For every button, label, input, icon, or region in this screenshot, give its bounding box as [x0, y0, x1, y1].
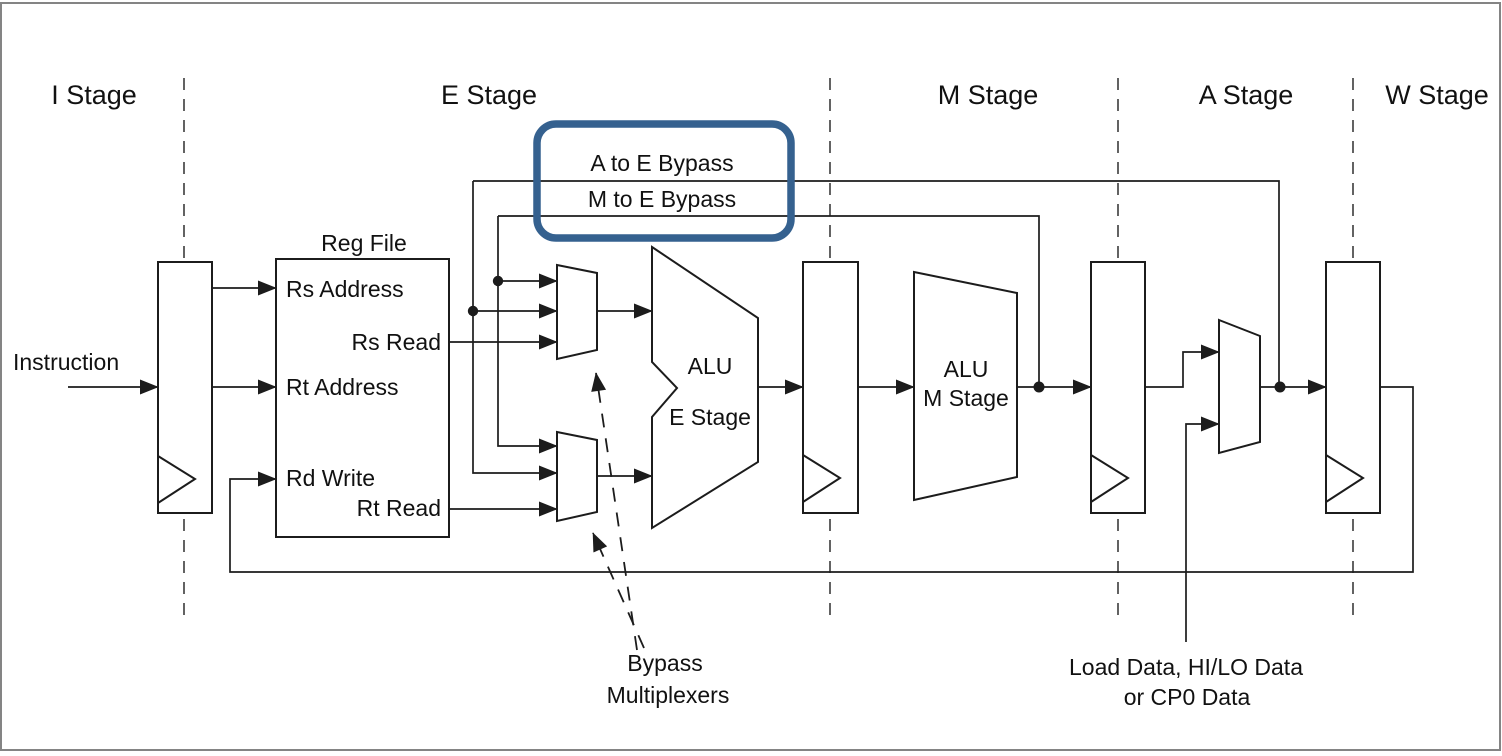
- m-to-e-bypass-label: M to E Bypass: [588, 186, 736, 212]
- pipeline-register-m-a: [1090, 261, 1146, 514]
- alu-e-name-label: ALU: [688, 353, 733, 379]
- clock-input-symbol: [157, 455, 197, 504]
- clock-input-symbol: [1325, 454, 1365, 503]
- alu-m-name-label: ALU: [944, 356, 989, 382]
- alu-e-stage-label: E Stage: [669, 404, 751, 430]
- stage-label-a: A Stage: [1199, 80, 1294, 110]
- junction-dot: [1033, 381, 1045, 393]
- pipeline-register-e-m: [802, 261, 859, 514]
- bypass-multiplexers-label-line1: Bypass: [627, 650, 702, 676]
- stage-label-e: E Stage: [441, 80, 537, 110]
- a-to-e-bypass-wire: [473, 180, 1280, 387]
- stage-label-i: I Stage: [51, 80, 137, 110]
- stage-label-w: W Stage: [1385, 80, 1489, 110]
- pipeline-register-a-w: [1325, 261, 1381, 514]
- reg-file-port-rt-read: Rt Read: [357, 495, 441, 521]
- load-data-label-line2: or CP0 Data: [1124, 684, 1251, 710]
- callout-arrow-upper-mux: [591, 372, 638, 651]
- alu-m-stage-shape: [913, 270, 1018, 502]
- m-to-e-bypass-wire: [498, 215, 1040, 387]
- bypass-mux-lower: [556, 430, 598, 523]
- bypass-mux-upper: [556, 263, 598, 361]
- highlight-box: [533, 120, 795, 242]
- reg-file-port-rs-address: Rs Address: [286, 276, 404, 302]
- instruction-label: Instruction: [13, 349, 119, 375]
- result-mux-a-stage: [1218, 318, 1261, 455]
- junction-dot: [1274, 381, 1286, 393]
- bypass-multiplexers-label-line2: Multiplexers: [607, 682, 730, 708]
- reg-file-title: Reg File: [321, 230, 407, 256]
- reg-file-port-rt-address: Rt Address: [286, 374, 399, 400]
- alu-e-stage-shape: [651, 245, 759, 530]
- reg-file-port-rd-write: Rd Write: [286, 465, 375, 491]
- writeback-wire: [229, 386, 1414, 573]
- m-bypass-feed-lower-mux-wire: [497, 216, 558, 454]
- reg-file-box: [275, 258, 450, 538]
- a-bypass-feed-lower-mux-wire: [472, 181, 558, 481]
- load-data-input-wire: [1185, 416, 1220, 642]
- a-to-e-bypass-label: A to E Bypass: [590, 150, 733, 176]
- alu-m-stage-label: M Stage: [923, 385, 1009, 411]
- junction-dot: [467, 305, 479, 317]
- pipeline-register-i-e: [157, 261, 213, 514]
- reg-file-port-rs-read: Rs Read: [352, 329, 441, 355]
- callout-arrow-lower-mux: [592, 532, 645, 649]
- stage-label-m: M Stage: [938, 80, 1039, 110]
- ma-register-output-wire: [1145, 344, 1220, 388]
- load-data-label-line1: Load Data, HI/LO Data: [1069, 654, 1303, 680]
- junction-dot: [492, 275, 504, 287]
- clock-input-symbol: [802, 454, 842, 503]
- clock-input-symbol: [1090, 454, 1130, 503]
